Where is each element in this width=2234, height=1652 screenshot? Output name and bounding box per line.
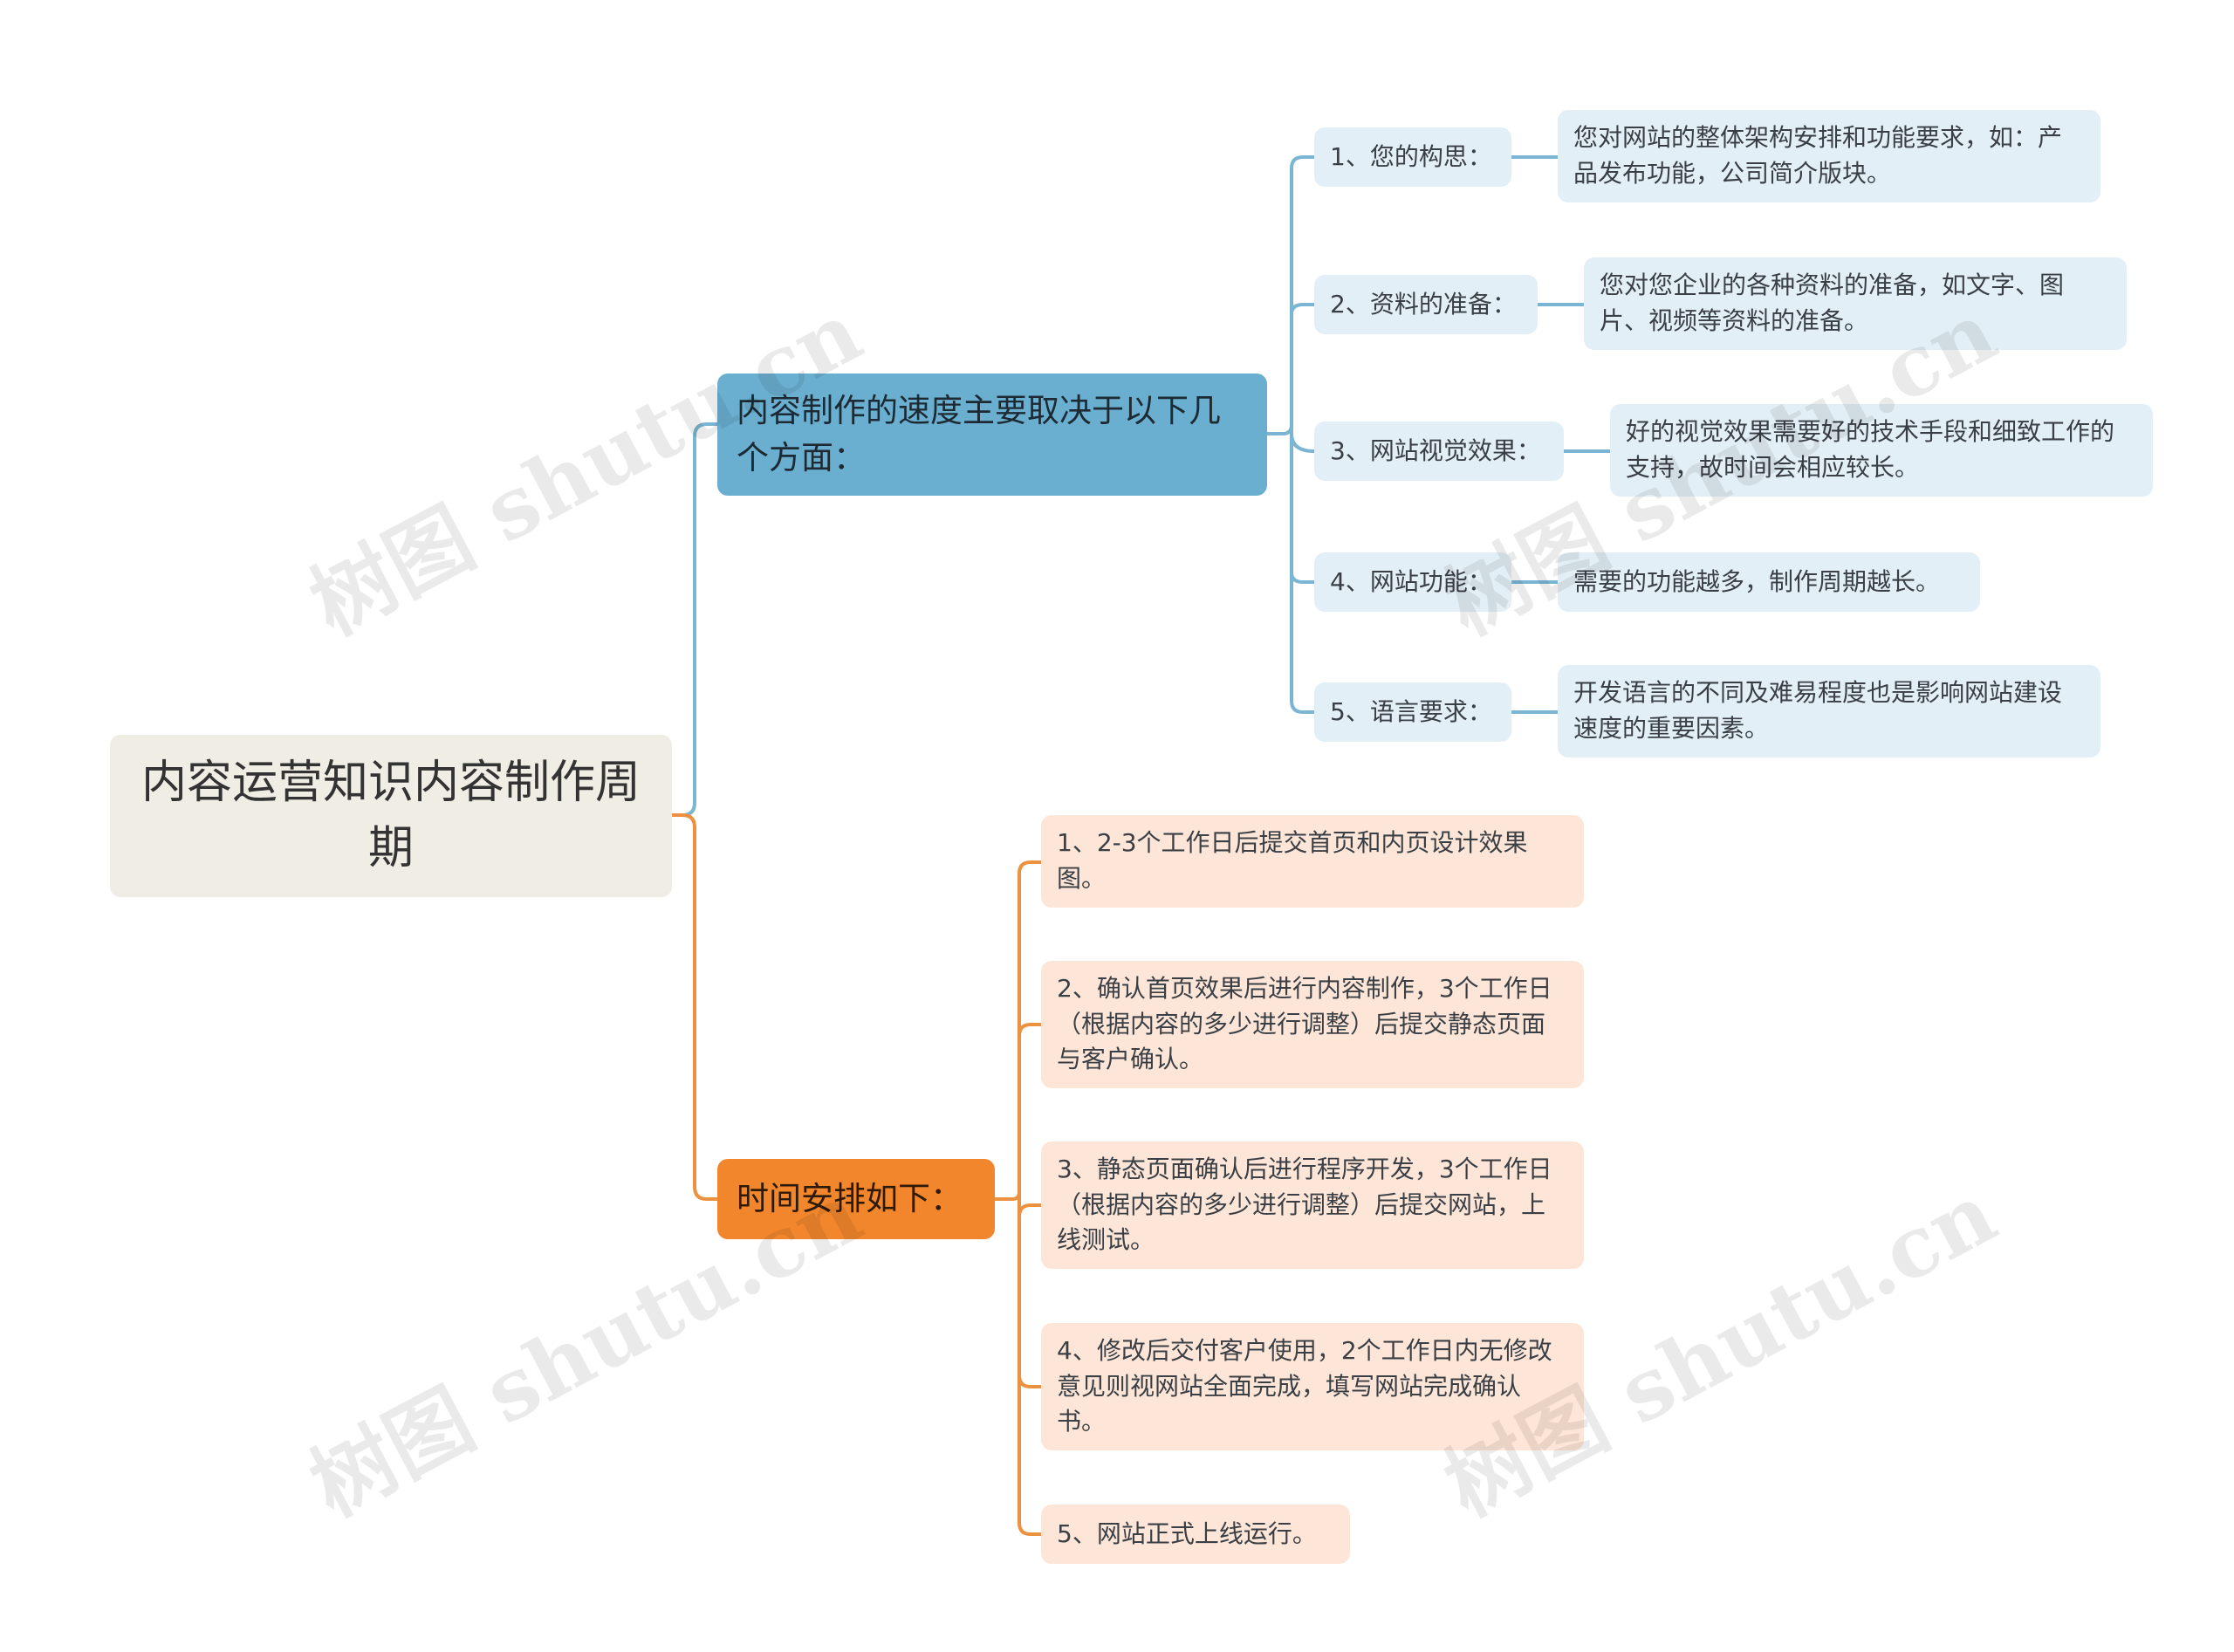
factor-desc-4[interactable]: 需要的功能越多，制作周期越长。: [1558, 552, 1980, 612]
schedule-item-1-text: 1、2-3个工作日后提交首页和内页设计效果图。: [1057, 828, 1528, 893]
branch-schedule-label: 时间安排如下：: [737, 1180, 963, 1218]
factor-desc-1-text: 您对网站的整体架构安排和功能要求，如：产品发布功能，公司简介版块。: [1573, 123, 2063, 188]
factor-label-3[interactable]: 3、网站视觉效果：: [1314, 422, 1564, 481]
factor-desc-3[interactable]: 好的视觉效果需要好的技术手段和细致工作的支持，故时间会相应较长。: [1610, 404, 2153, 497]
schedule-item-5[interactable]: 5、网站正式上线运行。: [1041, 1505, 1350, 1564]
branch-schedule[interactable]: 时间安排如下：: [717, 1159, 995, 1239]
connector-root-blue: [668, 422, 717, 817]
schedule-item-3-text: 3、静态页面确认后进行程序开发，3个工作日（根据内容的多少进行调整）后提交网站，…: [1057, 1155, 1552, 1255]
factor-label-5[interactable]: 5、语言要求：: [1314, 682, 1511, 742]
branch-speed-factors[interactable]: 内容制作的速度主要取决于以下几个方面：: [717, 374, 1267, 496]
factor-desc-1[interactable]: 您对网站的整体架构安排和功能要求，如：产品发布功能，公司简介版块。: [1558, 110, 2100, 202]
factor-label-1[interactable]: 1、您的构思：: [1314, 127, 1511, 187]
connectors-orange-branch: [995, 860, 1041, 1536]
schedule-item-3[interactable]: 3、静态页面确认后进行程序开发，3个工作日（根据内容的多少进行调整）后提交网站，…: [1041, 1141, 1584, 1269]
factor-label-2-text: 2、资料的准备：: [1330, 289, 1517, 319]
factor-desc-4-text: 需要的功能越多，制作周期越长。: [1573, 566, 1941, 596]
factor-desc-2-text: 您对您企业的各种资料的准备，如文字、图片、视频等资料的准备。: [1600, 271, 2065, 335]
factor-label-4[interactable]: 4、网站功能：: [1314, 552, 1511, 612]
connector-root-orange: [668, 813, 717, 1201]
root-title: 内容运营知识内容制作周期: [141, 756, 641, 874]
connectors-blue-branch: [1267, 155, 1610, 714]
schedule-item-4[interactable]: 4、修改后交付客户使用，2个工作日内无修改意见则视网站全面完成，填写网站完成确认…: [1041, 1323, 1584, 1450]
factor-label-4-text: 4、网站功能：: [1330, 566, 1492, 596]
factor-desc-2[interactable]: 您对您企业的各种资料的准备，如文字、图片、视频等资料的准备。: [1584, 257, 2127, 350]
factor-label-2[interactable]: 2、资料的准备：: [1314, 275, 1538, 334]
schedule-item-4-text: 4、修改后交付客户使用，2个工作日内无修改意见则视网站全面完成，填写网站完成确认…: [1057, 1336, 1552, 1436]
schedule-item-5-text: 5、网站正式上线运行。: [1057, 1518, 1317, 1548]
factor-label-1-text: 1、您的构思：: [1330, 141, 1492, 171]
branch-speed-factors-label: 内容制作的速度主要取决于以下几个方面：: [737, 392, 1221, 476]
root-node[interactable]: 内容运营知识内容制作周期: [110, 735, 672, 897]
factor-desc-5-text: 开发语言的不同及难易程度也是影响网站建设速度的重要因素。: [1573, 678, 2063, 743]
schedule-item-2-text: 2、确认首页效果后进行内容制作，3个工作日（根据内容的多少进行调整）后提交静态页…: [1057, 974, 1552, 1074]
factor-label-3-text: 3、网站视觉效果：: [1330, 435, 1541, 465]
factor-desc-3-text: 好的视觉效果需要好的技术手段和细致工作的支持，故时间会相应较长。: [1626, 417, 2115, 482]
factor-desc-5[interactable]: 开发语言的不同及难易程度也是影响网站建设速度的重要因素。: [1558, 665, 2100, 757]
schedule-item-2[interactable]: 2、确认首页效果后进行内容制作，3个工作日（根据内容的多少进行调整）后提交静态页…: [1041, 961, 1584, 1088]
schedule-item-1[interactable]: 1、2-3个工作日后提交首页和内页设计效果图。: [1041, 815, 1584, 908]
factor-label-5-text: 5、语言要求：: [1330, 696, 1492, 726]
